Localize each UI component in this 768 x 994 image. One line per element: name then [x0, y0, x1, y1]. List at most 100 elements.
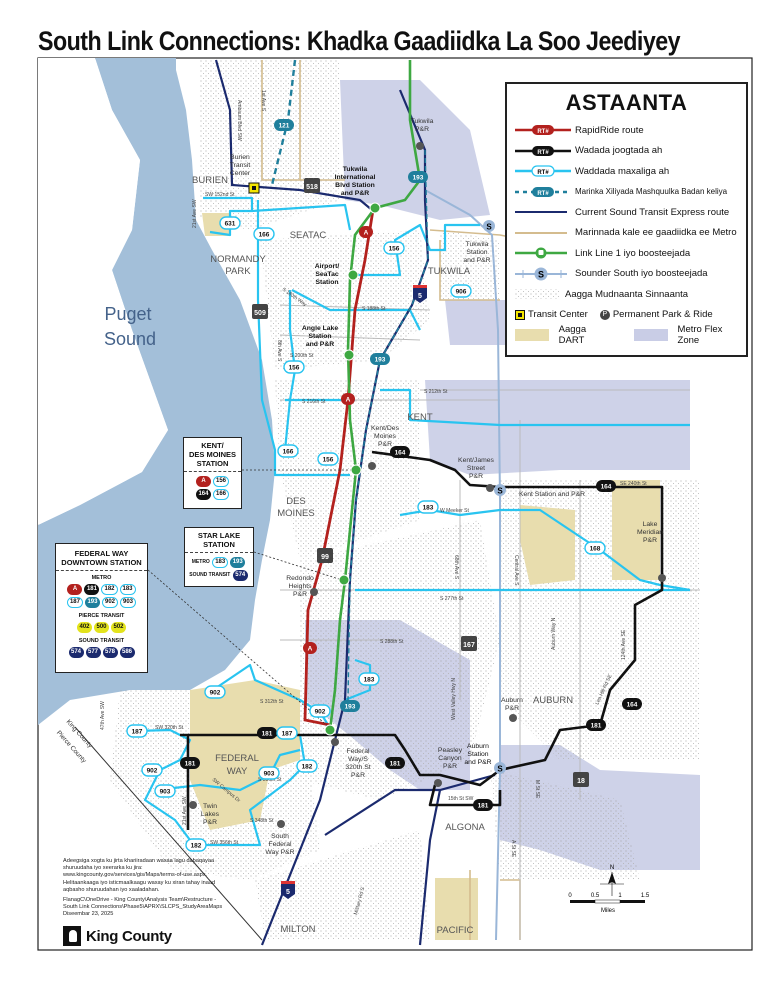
route-badge-181: 181 — [385, 757, 405, 769]
svg-text:FEDERAL: FEDERAL — [215, 753, 259, 764]
svg-text:902: 902 — [147, 768, 158, 775]
legend: ASTAANTA RT# RapidRide route RT# Wadada … — [505, 82, 748, 357]
route-badge-156: 156 — [317, 452, 339, 466]
vashon-island — [38, 58, 168, 525]
svg-text:West Valley Hwy N: West Valley Hwy N — [451, 678, 457, 720]
svg-text:RT#: RT# — [537, 129, 549, 135]
svg-text:181: 181 — [591, 723, 602, 730]
svg-text:181: 181 — [478, 803, 489, 810]
dart-swatch — [515, 328, 549, 341]
svg-text:MILTON: MILTON — [280, 924, 315, 935]
svg-text:SEATAC: SEATAC — [290, 230, 327, 241]
route-pill: 181 — [84, 584, 100, 595]
route-badge-183: 183 — [417, 500, 439, 514]
svg-text:DES: DES — [286, 496, 306, 507]
svg-text:903: 903 — [264, 771, 275, 778]
svg-text:166: 166 — [283, 449, 294, 456]
legend-row-facilities: Transit Center P Permanent Park & Ride — [507, 305, 746, 325]
route-pill: A — [195, 476, 211, 487]
svg-text:M St SE: M St SE — [534, 780, 540, 799]
route-badge-903: 903 — [154, 784, 176, 798]
svg-text:187: 187 — [282, 731, 293, 738]
route-pill: 166 — [212, 489, 229, 500]
route-badge-181: 181 — [257, 727, 277, 739]
map-date: Diseembar 23, 2025 — [63, 911, 114, 918]
route-pill: 193 — [84, 597, 100, 608]
svg-text:166: 166 — [259, 232, 270, 239]
route-pill: 574 — [232, 570, 248, 581]
sr518-shield: 518 — [306, 184, 318, 191]
planned-route-193 — [347, 149, 429, 701]
svg-text:902: 902 — [210, 690, 221, 697]
svg-text:S 277th St: S 277th St — [440, 596, 464, 602]
route-pill: 574 — [68, 647, 84, 658]
svg-text:156: 156 — [289, 365, 300, 372]
svg-text:21st Ave SW: 21st Ave SW — [192, 199, 198, 228]
svg-text:S 288th St: S 288th St — [380, 639, 404, 645]
i5-shield-south: 5 — [286, 889, 290, 896]
sounder-symbol-icon: S — [515, 267, 567, 281]
route-badge-903: 903 — [258, 766, 280, 780]
svg-text:Miles: Miles — [601, 908, 615, 914]
route-badge-902: 902 — [141, 763, 163, 777]
svg-text:S 348th St: S 348th St — [250, 818, 274, 824]
page-title: South Link Connections: Khadka Gaadiidka… — [38, 26, 681, 56]
svg-text:MOINES: MOINES — [277, 508, 314, 519]
svg-text:Sound: Sound — [104, 329, 156, 349]
svg-text:1: 1 — [618, 893, 622, 899]
terms-of-use-text: Adeegsiga xogta ku jirta khariiradaan wa… — [63, 858, 216, 893]
svg-text:164: 164 — [395, 450, 406, 457]
svg-text:S: S — [538, 269, 544, 279]
svg-text:TUKWILA: TUKWILA — [428, 266, 471, 277]
sr18-shield: 18 — [577, 778, 585, 785]
metro-street-symbol-icon — [515, 231, 567, 234]
rapidride-symbol-icon: RT# — [515, 125, 571, 136]
route-badge-A: A — [359, 226, 373, 238]
svg-text:KENT: KENT — [407, 412, 433, 423]
legend-title: ASTAANTA — [565, 90, 688, 115]
highway-shields: 518 509 99 167 18 5 5 — [252, 178, 589, 899]
svg-text:S: S — [497, 487, 503, 496]
route-badge-193: 193 — [408, 171, 428, 183]
svg-text:SW 320th St: SW 320th St — [155, 725, 184, 731]
svg-text:Kent Station and P&R: Kent Station and P&R — [519, 491, 585, 498]
route-badge-181: 181 — [180, 757, 200, 769]
route-badge-181: 181 — [473, 799, 493, 811]
legend-item-sounder: S Sounder South iyo boosteejada — [507, 264, 746, 285]
route-badge-A: A — [341, 393, 355, 405]
link-line-1 — [328, 60, 422, 731]
legend-item-metro-street: Marinnada kale ee gaadiidka ee Metro — [507, 223, 746, 244]
svg-text:RT#: RT# — [537, 150, 549, 156]
svg-text:124th Ave SE: 124th Ave SE — [621, 629, 627, 660]
svg-text:187: 187 — [132, 729, 143, 736]
svg-text:902: 902 — [315, 709, 326, 716]
svg-text:183: 183 — [364, 677, 375, 684]
route-pill: 902 — [101, 597, 118, 608]
legend-row-zones: Aagga DART Metro Flex Zone — [507, 324, 746, 346]
route-pill: 187 — [66, 597, 83, 608]
svg-text:SE 240th St: SE 240th St — [620, 481, 647, 487]
route-pill: 164 — [195, 489, 211, 500]
frequent-routes — [180, 450, 664, 830]
svg-text:156: 156 — [389, 246, 400, 253]
route-badge-902: 902 — [309, 704, 331, 718]
svg-text:NORMANDY: NORMANDY — [210, 254, 266, 265]
planned-symbol-icon: RT# — [515, 186, 571, 197]
route-pill: 903 — [120, 597, 137, 608]
transit-center-icon — [515, 309, 525, 320]
svg-text:A: A — [346, 397, 351, 404]
route-badge-164: 164 — [622, 698, 642, 710]
svg-text:SW 152nd St: SW 152nd St — [205, 192, 235, 198]
